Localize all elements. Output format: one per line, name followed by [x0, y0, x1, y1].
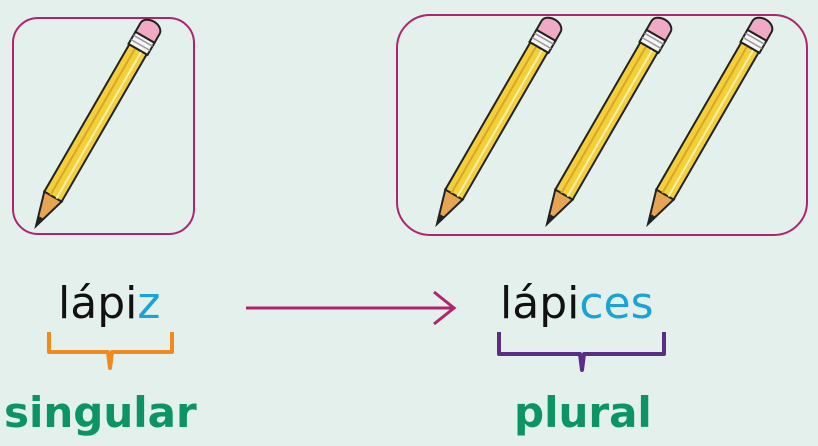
plural-word: lápices: [500, 282, 654, 326]
plural-label: plural: [514, 388, 652, 437]
plural-word-stem: lápi: [500, 278, 580, 329]
plural-image-box: [396, 14, 808, 236]
plural-word-suffix: ces: [579, 278, 654, 329]
pencil-icon: [25, 15, 165, 233]
pencil-icon: [426, 13, 566, 231]
singular-word: lápiz: [58, 282, 160, 326]
singular-word-stem: lápi: [58, 278, 138, 329]
singular-word-suffix: z: [137, 278, 161, 329]
singular-brace: [47, 332, 174, 370]
singular-label: singular: [4, 388, 197, 437]
right-arrow-icon: [246, 290, 457, 326]
pencil-icon: [536, 13, 676, 231]
plural-brace: [497, 332, 666, 372]
singular-image-box: [12, 17, 195, 235]
pencil-icon: [637, 13, 777, 231]
